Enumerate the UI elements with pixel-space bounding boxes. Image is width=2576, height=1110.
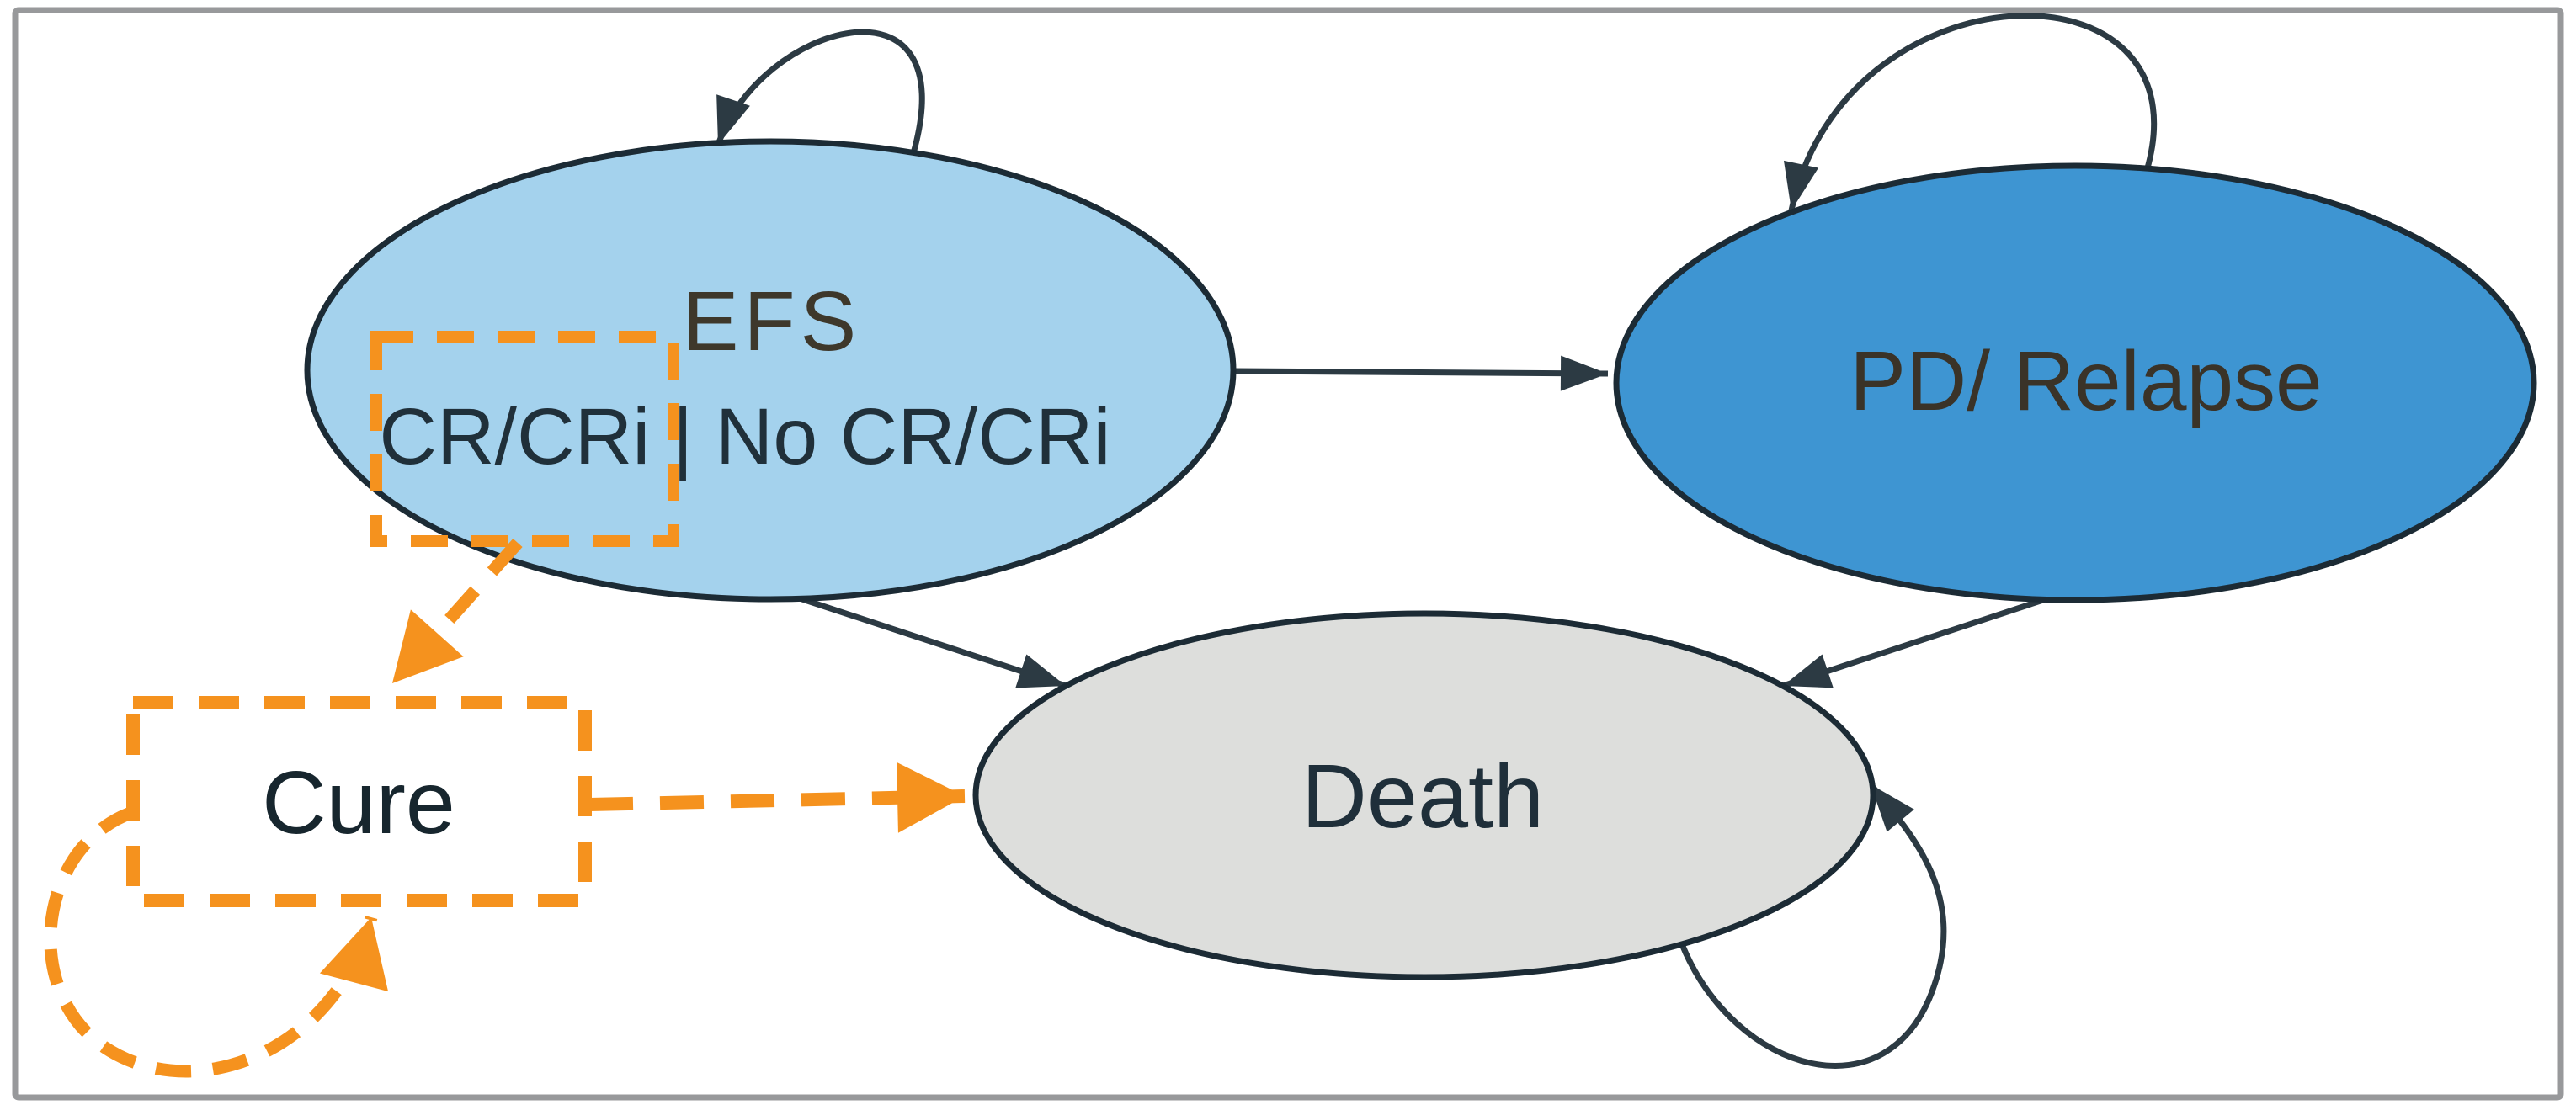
pd-relapse-state-ellipse — [1613, 162, 2537, 603]
efs-response-split-label: CR/CRi | No CR/CRi — [379, 392, 1110, 481]
efs-state-title: EFS — [683, 274, 861, 369]
efs-to-pd-relapse-arrow — [1234, 355, 1609, 391]
cure-dashed-box — [126, 696, 592, 907]
death-state-label: Death — [1301, 745, 1544, 847]
cure-to-death-arrow — [588, 762, 966, 833]
death-state-ellipse — [972, 610, 1876, 980]
efs-self-loop-arrow — [715, 29, 925, 154]
pd-relapse-state-node: PD/ Relapse — [1613, 162, 2537, 603]
cr-cri-dashed-box — [370, 331, 679, 547]
cr-cri-to-cure-arrow — [387, 539, 523, 688]
pd-relapse-self-loop-arrow — [1784, 13, 2157, 211]
pd-relapse-state-label: PD/ Relapse — [1850, 334, 2322, 428]
death-state-node: Death — [972, 610, 1876, 980]
cure-state-label: Cure — [262, 753, 455, 852]
efs-to-death-arrow — [798, 595, 1067, 689]
death-self-loop-arrow — [1679, 782, 1947, 1069]
cure-state-node: Cure — [126, 696, 592, 907]
efs-state-node: EFS CR/CRi | No CR/CRi — [304, 138, 1237, 603]
efs-state-ellipse — [304, 138, 1237, 603]
pd-relapse-to-death-arrow — [1781, 596, 2047, 689]
